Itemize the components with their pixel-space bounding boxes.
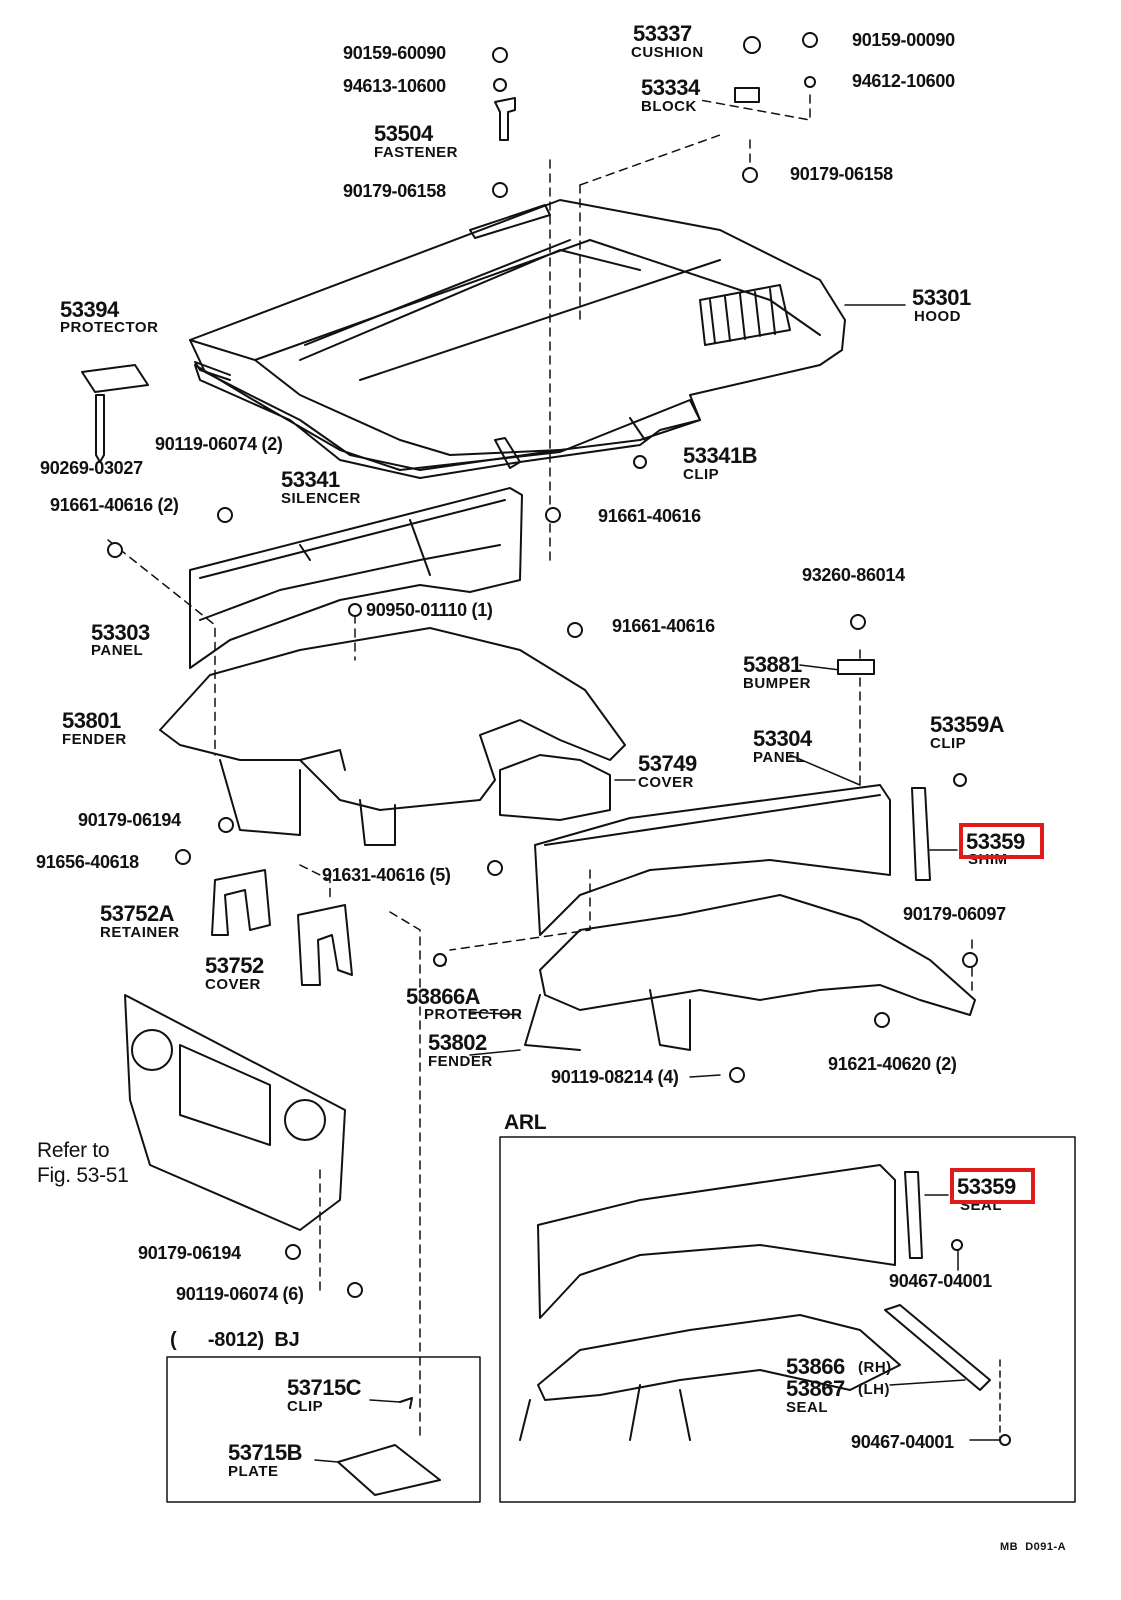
refer-note-line1: Refer to — [37, 1139, 110, 1162]
bj-inset-drawing — [166, 1356, 481, 1503]
part-53341-number: 53341 — [281, 467, 340, 492]
arl-53359-number: 53359 — [957, 1174, 1016, 1199]
part-53337-number: 53337 — [633, 21, 692, 46]
part-53359a-number: 53359A — [930, 712, 1005, 737]
part-53337-name: CUSHION — [631, 44, 704, 61]
part-53752-number: 53752 — [205, 953, 264, 978]
part-53301-name: HOOD — [914, 308, 961, 325]
fastener-label: 90179-06097 — [903, 904, 1006, 924]
part-53801-number: 53801 — [62, 708, 121, 733]
part-53867-name: SEAL — [786, 1399, 829, 1416]
panel-53303-drawing — [189, 487, 523, 669]
part-53881-name: BUMPER — [743, 675, 812, 692]
fastener-label: 91661-40616 — [612, 616, 715, 636]
part-53866a-name: PROTECTOR — [424, 1006, 523, 1023]
part-53504-number: 53504 — [374, 121, 433, 146]
diagram-code: MB D091-A — [1000, 1541, 1067, 1553]
part-53867-side: (LH) — [858, 1381, 890, 1398]
refer-note-line2: Fig. 53-51 — [37, 1164, 129, 1187]
silencer-drawing — [194, 364, 701, 479]
part-53749-number: 53749 — [638, 751, 697, 776]
part-53801-name: FENDER — [62, 731, 127, 748]
part-53715c-name: CLIP — [287, 1398, 324, 1415]
shim-drawing — [911, 787, 931, 881]
part-53394-name: PROTECTOR — [60, 319, 159, 336]
part-53866-number: 53866 — [786, 1354, 845, 1379]
part-53802-name: FENDER — [428, 1053, 493, 1070]
fastener-label: 90119-06074 (2) — [155, 434, 283, 454]
fastener-label: 90119-08214 (4) — [551, 1067, 679, 1087]
part-53867-number: 53867 — [786, 1376, 845, 1401]
arl-inset-drawing — [499, 1136, 1076, 1503]
part-53334-number: 53334 — [641, 75, 700, 100]
part-53301-number: 53301 — [912, 285, 971, 310]
part-53715b-name: PLATE — [228, 1463, 279, 1480]
part-53866a-number: 53866A — [406, 984, 481, 1009]
fastener-label: 90467-04001 — [889, 1271, 992, 1291]
part-53359a-name: CLIP — [930, 735, 967, 752]
part-53394-number: 53394 — [60, 297, 119, 322]
fastener-label: 94612-10600 — [852, 71, 955, 91]
fastener-label: 93260-86014 — [802, 565, 905, 585]
part-53304-name: PANEL — [753, 749, 806, 766]
bj-label: ( -8012) BJ — [170, 1329, 300, 1351]
part-53341b-number: 53341B — [683, 443, 758, 468]
fastener-label: 90179-06194 — [78, 810, 181, 830]
part-53359-number: 53359 — [966, 829, 1025, 854]
part-53715c-number: 53715C — [287, 1375, 362, 1400]
fastener-label: 91656-40618 — [36, 852, 139, 872]
fastener-label: 91661-40616 (2) — [50, 495, 179, 515]
leader-lines — [107, 47, 973, 1441]
part-53334-name: BLOCK — [641, 98, 697, 115]
part-53715b-number: 53715B — [228, 1440, 303, 1465]
fastener-label: 91631-40616 (5) — [322, 865, 451, 885]
fastener-label: 90467-04001 — [851, 1432, 954, 1452]
fastener-label: 90269-03027 — [40, 458, 143, 478]
fastener-label: 90159-60090 — [343, 43, 446, 63]
part-53752a-number: 53752A — [100, 901, 175, 926]
fastener-label: 94613-10600 — [343, 76, 446, 96]
cover-53752-drawing — [297, 904, 353, 986]
fastener-label: 90179-06158 — [343, 181, 446, 201]
part-53341-name: SILENCER — [281, 490, 361, 507]
fastener-label: 91621-40620 (2) — [828, 1054, 957, 1074]
part-53752-name: COVER — [205, 976, 261, 993]
part-53802-number: 53802 — [428, 1030, 487, 1055]
fender-53801-drawing — [159, 627, 626, 846]
part-53749-name: COVER — [638, 774, 694, 791]
part-53504-name: FASTENER — [374, 144, 459, 161]
retainer-drawing — [211, 869, 271, 936]
cowl-panel-drawing — [124, 994, 346, 1231]
fastener-glyphs — [95, 32, 978, 1298]
fastener-label: 90159-00090 — [852, 30, 955, 50]
fender-53802-drawing — [524, 894, 976, 1051]
fastener-label: 90950-01110 (1) — [366, 600, 493, 620]
cover-53749-drawing — [499, 754, 611, 821]
panel-53304-drawing — [534, 784, 891, 936]
part-53866-side: (RH) — [858, 1359, 892, 1376]
protector-drawing — [81, 364, 149, 393]
part-53341b-name: CLIP — [683, 466, 720, 483]
part-53359-highlight — [959, 823, 1044, 859]
arl-53359-highlight — [950, 1168, 1035, 1204]
part-53303-number: 53303 — [91, 620, 150, 645]
arl-label: ARL — [504, 1111, 547, 1134]
fastener-label: 90119-06074 (6) — [176, 1284, 304, 1304]
fastener-label: 91661-40616 — [598, 506, 701, 526]
fastener-label: 90179-06194 — [138, 1243, 241, 1263]
part-53752a-name: RETAINER — [100, 924, 180, 941]
part-53304-number: 53304 — [753, 726, 812, 751]
part-53303-name: PANEL — [91, 642, 144, 659]
hood-drawing — [189, 199, 846, 471]
part-53881-number: 53881 — [743, 652, 802, 677]
fastener-label: 90179-06158 — [790, 164, 893, 184]
